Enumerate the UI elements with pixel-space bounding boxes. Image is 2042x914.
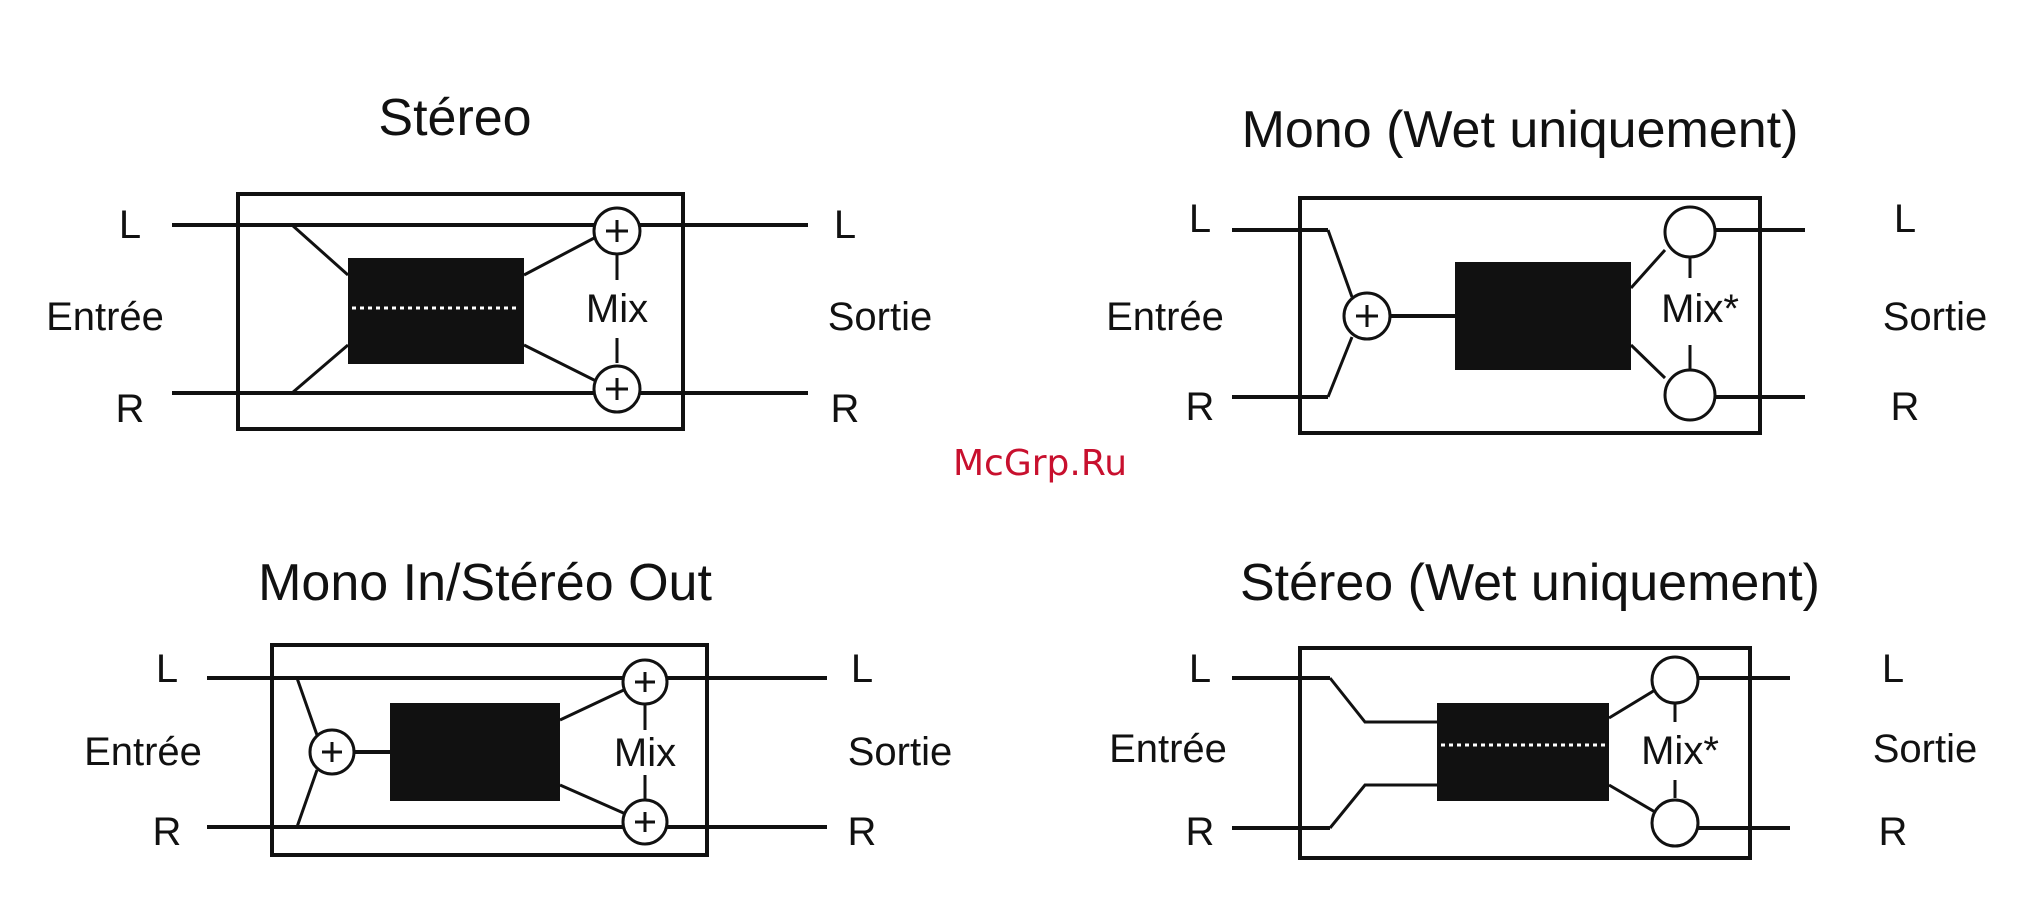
effect-block bbox=[348, 258, 524, 364]
diagram-title: Mono (Wet uniquement) bbox=[1242, 101, 1799, 159]
signal-wire bbox=[524, 236, 598, 275]
signal-wire bbox=[297, 770, 317, 827]
output-right-label: R bbox=[1891, 385, 1920, 429]
output-label: Sortie bbox=[1873, 727, 1978, 771]
input-label: Entrée bbox=[1109, 727, 1227, 771]
input-left-label: L bbox=[119, 203, 141, 247]
signal-wire bbox=[1328, 230, 1352, 297]
output-left-label: L bbox=[1894, 197, 1916, 241]
diagram-stereo: Stéreo Mix L R Entrée L R Sortie bbox=[46, 89, 932, 431]
input-right-label: R bbox=[1186, 810, 1215, 854]
mix-label: Mix* bbox=[1641, 729, 1719, 773]
mix-label: Mix bbox=[614, 731, 676, 775]
mix-node-icon bbox=[1652, 657, 1698, 703]
signal-wire bbox=[560, 688, 628, 720]
signal-wire bbox=[560, 785, 628, 815]
effect-block bbox=[390, 703, 560, 801]
output-label: Sortie bbox=[1883, 295, 1988, 339]
output-right-label: R bbox=[1879, 810, 1908, 854]
output-label: Sortie bbox=[848, 730, 953, 774]
watermark: McGrp.Ru bbox=[953, 443, 1127, 484]
signal-wire bbox=[1631, 345, 1665, 378]
input-left-label: L bbox=[156, 647, 178, 691]
sum-node-icon bbox=[310, 730, 354, 774]
output-left-label: L bbox=[834, 203, 856, 247]
signal-wire bbox=[524, 345, 598, 382]
signal-wire bbox=[297, 678, 317, 735]
output-left-label: L bbox=[1882, 647, 1904, 691]
sum-node-icon bbox=[623, 660, 667, 704]
diagram-mono-wet: Mono (Wet uniquement) Mix* L R Entrée L … bbox=[1106, 101, 1987, 433]
diagram-mono-in-stereo-out: Mono In/Stéréo Out Mix L R Entrée L R So… bbox=[84, 554, 952, 855]
diagram-title: Stéreo (Wet uniquement) bbox=[1240, 554, 1820, 612]
signal-wire bbox=[1609, 690, 1655, 718]
output-left-label: L bbox=[851, 647, 873, 691]
signal-wire bbox=[292, 225, 348, 275]
diagram-title: Stéreo bbox=[378, 89, 531, 147]
signal-wire bbox=[1330, 678, 1437, 722]
sum-node-icon bbox=[1344, 293, 1390, 339]
mix-node-icon bbox=[1665, 207, 1715, 257]
input-label: Entrée bbox=[84, 730, 202, 774]
input-label: Entrée bbox=[1106, 295, 1224, 339]
input-right-label: R bbox=[153, 810, 182, 854]
signal-wire bbox=[1328, 337, 1352, 397]
input-left-label: L bbox=[1189, 647, 1211, 691]
input-label: Entrée bbox=[46, 295, 164, 339]
output-label: Sortie bbox=[828, 295, 933, 339]
mix-label: Mix* bbox=[1661, 287, 1739, 331]
diagram-stereo-wet: Stéreo (Wet uniquement) Mix* L R Entrée … bbox=[1109, 554, 1977, 858]
input-right-label: R bbox=[1186, 385, 1215, 429]
effect-block bbox=[1437, 703, 1609, 801]
signal-wire bbox=[292, 345, 348, 393]
diagram-title: Mono In/Stéréo Out bbox=[258, 554, 712, 612]
output-right-label: R bbox=[848, 810, 877, 854]
signal-wire bbox=[1330, 785, 1437, 828]
sum-node-icon bbox=[594, 208, 640, 254]
input-left-label: L bbox=[1189, 197, 1211, 241]
sum-node-icon bbox=[594, 366, 640, 412]
effect-block bbox=[1455, 262, 1631, 370]
mix-node-icon bbox=[1665, 370, 1715, 420]
sum-node-icon bbox=[623, 800, 667, 844]
signal-wire bbox=[1631, 250, 1665, 288]
mix-label: Mix bbox=[586, 287, 648, 331]
signal-wire bbox=[1609, 785, 1655, 812]
output-right-label: R bbox=[831, 387, 860, 431]
mix-node-icon bbox=[1652, 800, 1698, 846]
input-right-label: R bbox=[116, 387, 145, 431]
